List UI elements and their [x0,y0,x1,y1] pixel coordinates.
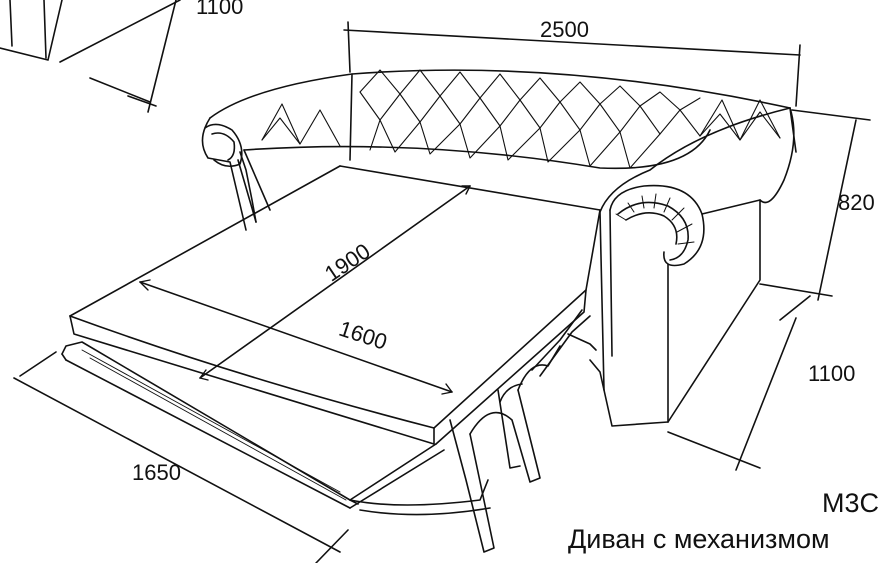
dimension-1650 [13,351,349,563]
label-1650: 1650 [132,460,181,485]
left-armrest [201,117,271,231]
sofa-back [209,69,797,170]
description-caption: Диван с механизмом [568,524,830,554]
label-1100-top-left: 1100 [196,0,243,19]
right-armrest [589,107,795,427]
mattress [69,165,601,445]
label-1600: 1600 [336,316,390,355]
label-1900: 1900 [320,238,375,286]
bed-frame [61,309,597,553]
model-caption: М3С [822,488,880,518]
dimension-820 [759,109,871,301]
label-820: 820 [838,190,875,215]
neighbor-drawing-fragment [0,0,181,113]
label-2500: 2500 [540,17,589,42]
label-1100: 1100 [808,361,855,386]
dimension-1900 [199,185,471,381]
dimension-2500 [343,21,801,107]
dimension-1600 [139,279,453,395]
dimension-1100 [667,295,811,471]
